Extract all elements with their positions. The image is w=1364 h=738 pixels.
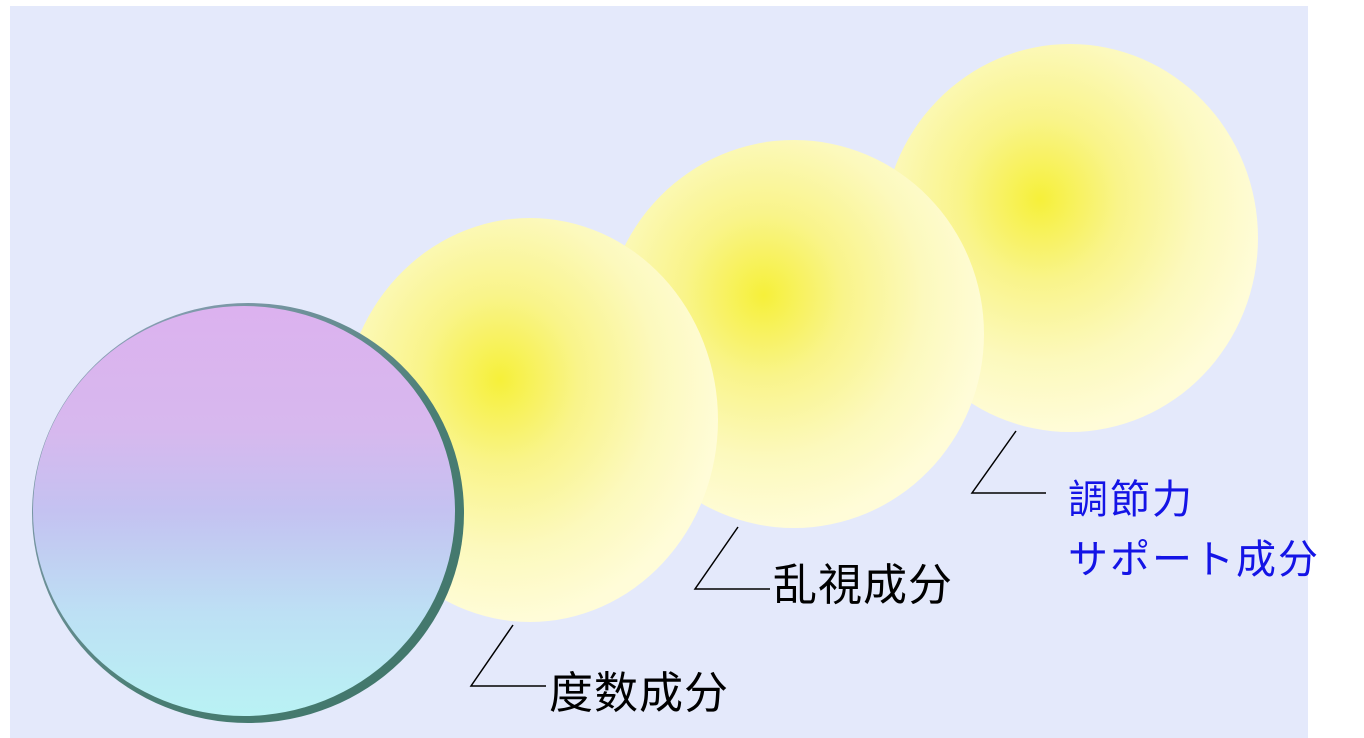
accommodation-component-label: 調節力 サポート成分 <box>1068 470 1320 590</box>
accommodation-label-line1: 調節力 <box>1068 477 1194 523</box>
power-leader-line <box>469 624 546 687</box>
accommodation-leader-line <box>970 430 1046 494</box>
astigmatism-leader-line <box>693 526 770 590</box>
power-component-label: 度数成分 <box>549 668 729 719</box>
astigmatism-component-label: 乱視成分 <box>773 560 953 611</box>
lens <box>32 303 464 723</box>
accommodation-label-line2: サポート成分 <box>1068 537 1320 583</box>
